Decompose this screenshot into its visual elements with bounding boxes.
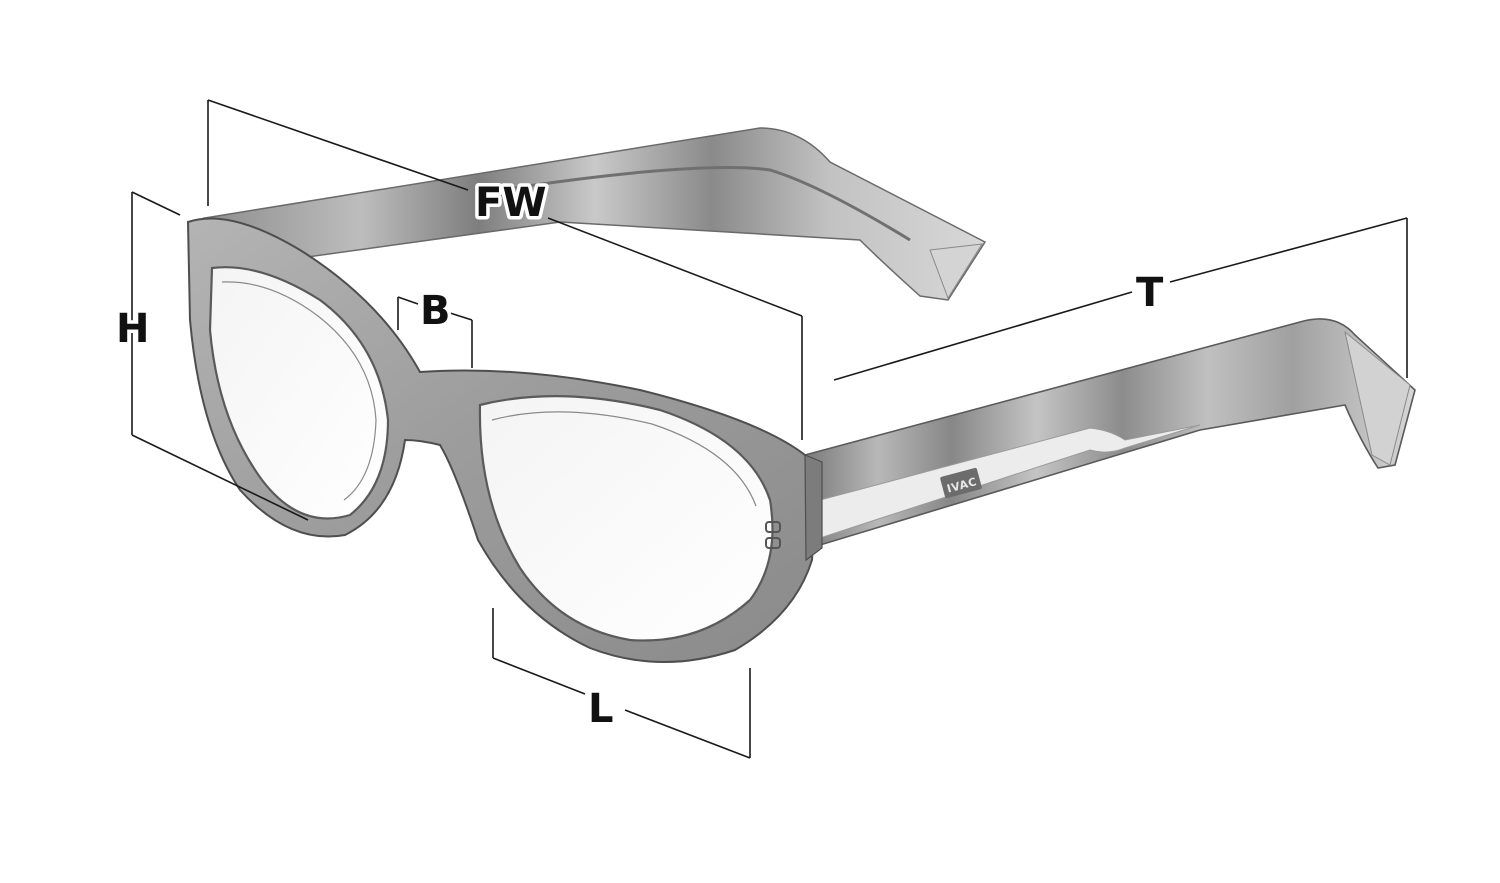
left-lens [208, 266, 390, 520]
lens-width-label: L [588, 686, 614, 732]
right-lens [478, 395, 774, 642]
bridge-dimension: B [397, 285, 473, 368]
height-label: H [116, 306, 149, 352]
front-temple: IVAC [804, 318, 1416, 547]
height-dimension: H [113, 191, 309, 521]
frame-front [186, 217, 823, 663]
brand-mark-plate: IVAC [940, 467, 982, 499]
bridge-label: B [420, 288, 451, 334]
frame-width-label: FW [475, 180, 546, 226]
frame-width-dimension: FW [207, 99, 803, 440]
temple-label: T [1136, 270, 1164, 316]
lens-width-dimension: L [492, 608, 751, 759]
temple-dimension: T [833, 217, 1408, 381]
back-temple [202, 127, 987, 301]
hinge-rivets [765, 521, 781, 549]
